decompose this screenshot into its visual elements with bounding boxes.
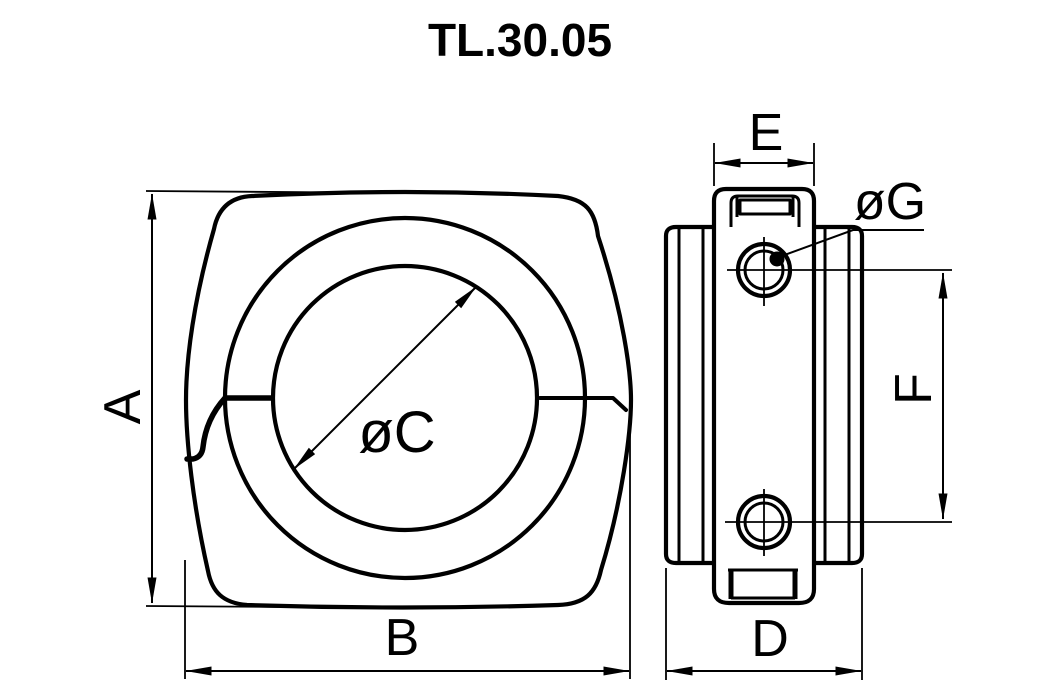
front-view: øC A B <box>94 189 634 679</box>
bottom-hole <box>725 489 952 556</box>
dim-d-label: D <box>751 610 789 668</box>
top-tab-slot <box>738 198 792 216</box>
right-flange-outline <box>814 224 865 566</box>
outer-ring-circle <box>222 215 588 581</box>
leader-line <box>778 229 924 258</box>
dimension-d: D <box>665 568 863 680</box>
dimension-g: øG <box>769 173 926 267</box>
dimension-f: F <box>885 272 948 520</box>
dimension-a: A <box>94 190 421 608</box>
bore-circle <box>270 263 540 533</box>
side-view: øG E F D <box>663 104 952 680</box>
drawing-title: TL.30.05 <box>428 14 612 66</box>
dim-a-ext-bottom <box>145 605 291 608</box>
bottom-tab-slot <box>728 568 798 600</box>
dimension-b: B <box>184 415 631 679</box>
dimension-e: E <box>713 104 815 186</box>
leader-dot <box>769 251 785 267</box>
bore-diameter-arrow <box>293 286 477 470</box>
dim-f-label: F <box>885 373 943 405</box>
top-hole <box>727 237 952 306</box>
split-seam-right <box>538 396 628 412</box>
hole-diameter-label: øG <box>854 173 926 231</box>
split-seam-left <box>184 395 275 462</box>
dim-a-label: A <box>94 389 152 424</box>
collar-body-outline <box>183 189 634 610</box>
bore-diameter-label: øC <box>358 400 435 465</box>
column-outline <box>711 186 817 606</box>
dim-e-label: E <box>749 104 784 162</box>
left-flange-outline <box>663 224 714 566</box>
dim-a-ext-top <box>145 190 421 194</box>
dim-b-label: B <box>385 609 420 667</box>
top-tab-inner-contour <box>729 194 801 227</box>
